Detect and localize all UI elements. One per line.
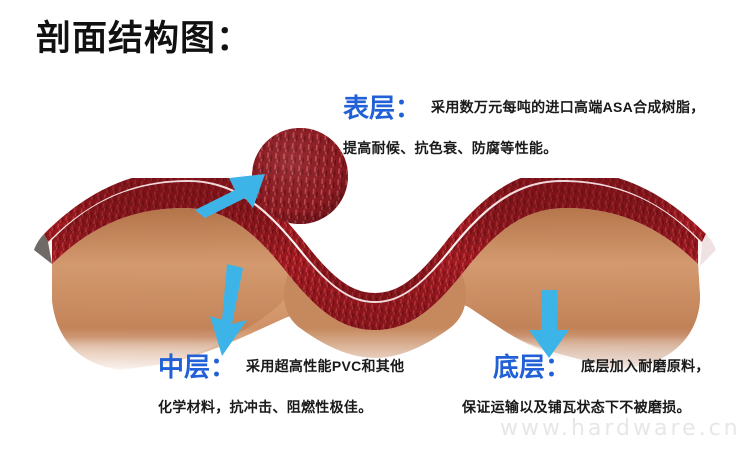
annotation-text-middle-line2: 化学材料，抗冲击、阻燃性极佳。 (158, 399, 373, 415)
page-title: 剖面结构图： (36, 19, 253, 58)
annotation-text-surface-line2: 提高耐候、抗色衰、防腐等性能。 (343, 140, 558, 156)
arrow-to-middle-layer (205, 262, 255, 363)
right-tip (700, 234, 716, 266)
annotation-text-surface-line1: 采用数万元每吨的进口高端ASA合成树脂， (431, 98, 705, 115)
annotation-heading-middle: 中层： (158, 352, 237, 382)
surface-layer-shape (44, 178, 706, 301)
bottom-fade (0, 328, 750, 373)
annotation-text-bottom-line2: 保证运输以及铺瓦状态下不被磨损。 (462, 399, 691, 415)
annotation-heading-surface: 表层： (343, 93, 422, 123)
left-tip (34, 234, 52, 264)
arrow-to-detail-circle (193, 168, 269, 223)
arrow-to-bottom-layer (528, 290, 570, 365)
annotation-heading-bottom: 底层： (493, 352, 572, 382)
cross-section-diagram (0, 178, 750, 373)
watermark: www.hardware.cn (500, 416, 741, 441)
annotation-text-middle-line1: 采用超高性能PVC和其他 (246, 357, 405, 374)
annotation-surface-layer: 表层： 采用数万元每吨的进口高端ASA合成树脂， 提高耐候、抗色衰、防腐等性能。 (343, 88, 743, 158)
annotation-text-bottom-line1: 底层加入耐磨原料， (581, 357, 710, 374)
surface-texture-closeup (252, 128, 348, 224)
annotation-middle-layer: 中层： 采用超高性能PVC和其他 化学材料，抗冲击、阻燃性极佳。 (158, 347, 488, 417)
annotation-bottom-layer: 底层： 底层加入耐磨原料， 保证运输以及铺瓦状态下不被磨损。 (462, 347, 750, 417)
